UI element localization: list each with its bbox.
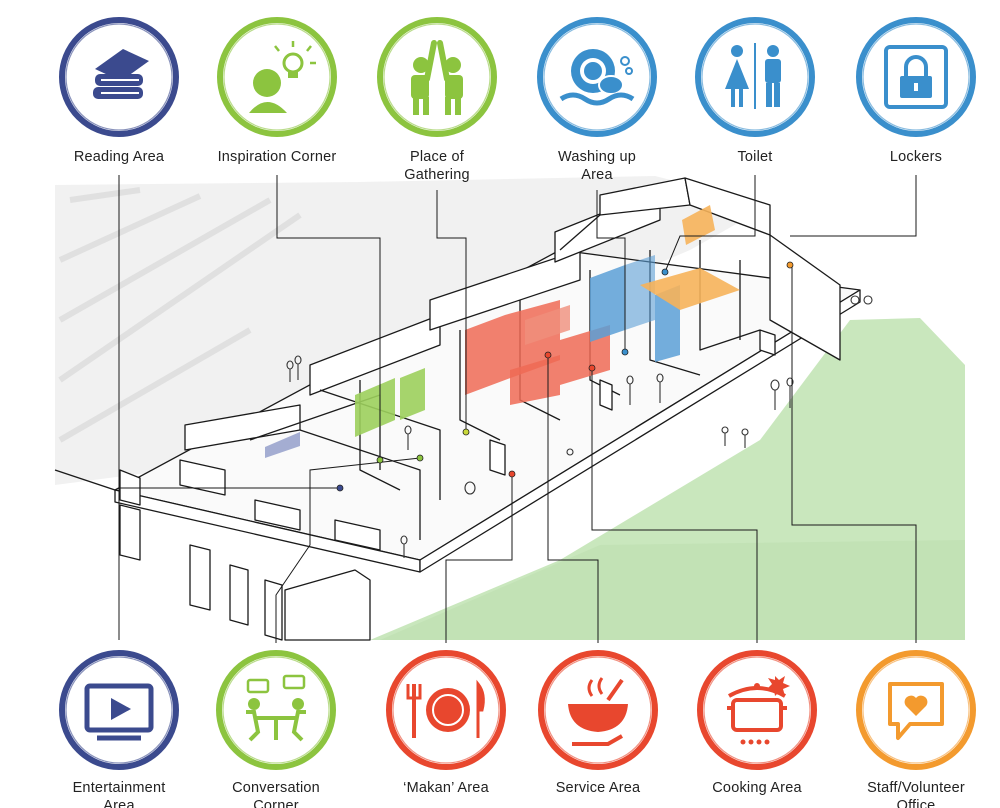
padlock-icon	[884, 45, 948, 109]
toilet-label: Toilet	[737, 149, 773, 165]
entertainment-label: Entertainment Area	[72, 780, 166, 808]
gathering-label: Place of Gathering	[404, 149, 470, 183]
high-five-icon	[411, 40, 463, 115]
inspiration-label: Inspiration Corner	[217, 149, 337, 165]
makan-label: ‘Makan’ Area	[403, 780, 489, 796]
serving-bowl-icon	[568, 677, 628, 746]
books-icon	[93, 49, 149, 99]
staff-label: Staff/Volunteer Office	[867, 780, 965, 808]
entertainment-icon-badge	[59, 650, 179, 770]
washing-icon-badge	[537, 17, 657, 137]
gathering-icon-badge	[377, 17, 497, 137]
makan-icon-badge	[386, 650, 506, 770]
conversation-icon-badge	[216, 650, 336, 770]
plate-sponge-icon	[559, 49, 635, 106]
cooking-label: Cooking Area	[712, 780, 802, 796]
service-icon-badge	[538, 650, 658, 770]
washing-label: Washing up Area	[557, 149, 637, 183]
toilet-icon-badge	[695, 17, 815, 137]
chat-table-icon	[246, 674, 306, 742]
service-label: Service Area	[555, 780, 641, 796]
staff-icon-badge	[856, 650, 976, 770]
leader-dots	[336, 261, 794, 492]
lightbulb-person-icon	[249, 41, 316, 113]
cooking-pot-icon	[727, 676, 790, 745]
lockers-icon-badge	[856, 17, 976, 137]
conversation-label: Conversation Corner	[232, 780, 320, 808]
reading-label: Reading Area	[73, 149, 165, 165]
lockers-label: Lockers	[889, 149, 943, 165]
heart-chat-icon	[888, 682, 944, 740]
leader-lines	[118, 175, 917, 643]
plate-fork-knife-icon	[406, 679, 485, 738]
tv-play-icon	[84, 683, 154, 741]
top-icon-row	[59, 17, 976, 137]
lawn-area	[370, 318, 965, 640]
toilet-icon	[725, 43, 781, 109]
reading-icon-badge	[59, 17, 179, 137]
cooking-icon-badge	[697, 650, 817, 770]
inspiration-icon-badge	[217, 17, 337, 137]
bottom-icon-row	[59, 650, 976, 770]
